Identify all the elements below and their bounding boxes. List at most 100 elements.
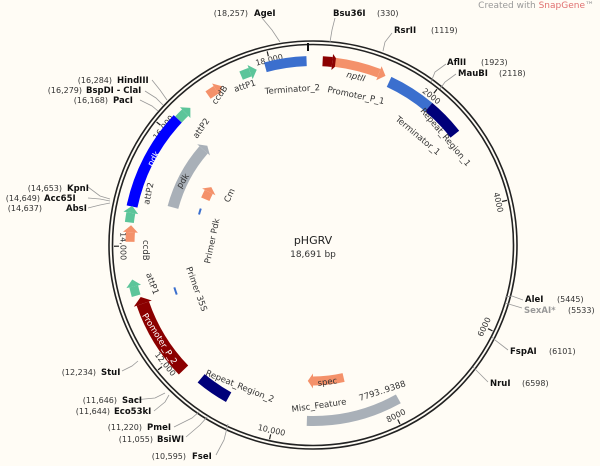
arrowhead (133, 297, 152, 307)
tick-label: 8000 (385, 407, 407, 424)
enzyme-pos: (11,646) (83, 396, 117, 405)
tick-label: 4000 (491, 191, 504, 213)
label-attP2-low[interactable]: attP2 (142, 182, 156, 206)
backbone-ring (108, 40, 518, 450)
arrowhead (122, 225, 138, 233)
feature-repeat-region-1[interactable] (425, 102, 460, 138)
enzyme-mauBI[interactable]: MauBI (458, 69, 488, 79)
enzyme-pos: (6101) (549, 347, 576, 356)
label-primer-pdk[interactable]: Primer Pdk (203, 217, 222, 264)
arrowhead (123, 205, 139, 215)
enzyme-leaders (87, 17, 524, 456)
enzyme-pos: (330) (377, 9, 399, 18)
label-cm[interactable]: Cm (223, 187, 238, 204)
enzyme-pos: (6598) (522, 379, 549, 388)
enzyme-nruI[interactable]: NruI (490, 379, 511, 389)
enzyme-pos: (11,220) (108, 423, 142, 432)
arrowhead (179, 107, 191, 119)
enzyme-pos: (2118) (499, 69, 526, 78)
enzyme-fspAI[interactable]: FspAI (510, 347, 537, 357)
arrowhead (247, 65, 257, 80)
feature-terminator-2[interactable] (264, 56, 307, 73)
tick-mark (397, 419, 401, 425)
credit-suffix: ™ (585, 1, 594, 11)
feature-repeat-region-2[interactable] (197, 374, 232, 402)
plasmid-size: 18,691 bp (290, 250, 336, 260)
enzyme-pos: (1119) (431, 26, 458, 35)
enzyme-aleI[interactable]: AleI (525, 295, 543, 305)
enzyme-pos: (14,637) (8, 204, 42, 213)
tick-mark (487, 328, 493, 332)
feature-pdk-gray[interactable] (167, 144, 210, 210)
enzyme-acc65I[interactable]: Acc65I (44, 194, 76, 204)
label-attP1-low[interactable]: attP1 (143, 272, 160, 296)
tick-label: 6000 (476, 316, 493, 338)
enzyme-stuI[interactable]: StuI (101, 368, 120, 378)
label-promoter-p1[interactable]: Promoter_P_1 (326, 85, 385, 107)
label-attP2-top[interactable]: attP2 (191, 117, 212, 141)
feature-promoter-p1[interactable] (322, 54, 340, 70)
tick-mark (157, 366, 163, 371)
enzyme-pos: (16,279) (48, 86, 82, 95)
arrowhead (202, 187, 216, 196)
enzyme-bsiWI[interactable]: BsiWI (157, 435, 184, 445)
label-ccdB-low[interactable]: ccdB (140, 240, 150, 261)
enzyme-pos: (12,234) (62, 368, 96, 377)
enzyme-pos: (10,595) (152, 452, 186, 461)
enzyme-ageI[interactable]: AgeI (254, 9, 276, 19)
enzyme-hindIII[interactable]: HindIII (117, 76, 149, 86)
enzyme-pos: (5533) (568, 306, 595, 315)
feature-primer-pdk[interactable] (198, 208, 202, 215)
feature-spec[interactable] (307, 373, 345, 389)
enzyme-pos: (14,653) (28, 184, 62, 193)
enzyme-labels: (18,257) AgeI Bsu36I (330) RsrII (1119) … (6, 9, 595, 462)
feature-terminator-1[interactable] (386, 76, 433, 112)
feature-attP2-top[interactable] (175, 107, 191, 123)
arrowhead (212, 83, 223, 97)
feature-primer-35s[interactable] (173, 287, 178, 295)
enzyme-fseI[interactable]: FseI (192, 452, 212, 462)
feature-pdk[interactable] (126, 115, 182, 208)
enzyme-absI[interactable]: AbsI (66, 204, 87, 214)
tick-mark (501, 199, 508, 203)
enzyme-eco53kI[interactable]: Eco53kI (114, 407, 151, 417)
enzyme-bspDI-claI[interactable]: BspDI - ClaI (86, 86, 141, 96)
enzyme-bsu36I[interactable]: Bsu36I (333, 9, 366, 19)
enzyme-pos: (11,055) (119, 435, 153, 444)
feature-promoter-p2[interactable] (133, 297, 189, 375)
arrowhead (197, 144, 210, 156)
label-terminator-2[interactable]: Terminator_2 (264, 83, 321, 97)
label-primer-35s[interactable]: Primer 35S (183, 266, 208, 313)
label-misc-feature[interactable]: Misc_Feature (291, 397, 347, 415)
enzyme-kpnI[interactable]: KpnI (67, 184, 89, 194)
tick-label: 10,000 (257, 423, 286, 438)
feature-ccdB-low[interactable] (122, 225, 138, 242)
enzyme-pos: (1923) (481, 58, 508, 67)
enzyme-sacI[interactable]: SacI (122, 396, 142, 406)
plasmid-name: pHGRV (294, 234, 333, 247)
arrowhead (126, 279, 142, 289)
feature-misc-feature[interactable] (306, 394, 401, 426)
enzyme-pacI[interactable]: PacI (113, 96, 133, 106)
enzyme-pos: (11,644) (76, 407, 110, 416)
label-spec[interactable]: spec (317, 376, 338, 389)
feature-cm[interactable] (201, 187, 216, 202)
enzyme-rsrII[interactable]: RsrII (394, 26, 416, 36)
label-attP1-top[interactable]: attP1 (233, 78, 257, 94)
enzyme-pmeI[interactable]: PmeI (147, 423, 171, 433)
arrowhead (331, 54, 340, 70)
feature-ccdB-top[interactable] (205, 83, 223, 99)
enzyme-pos: (18,257) (214, 9, 248, 18)
feature-nptII[interactable] (334, 57, 386, 81)
feature-attP1-low[interactable] (126, 279, 142, 297)
enzyme-pos: (14,649) (6, 194, 40, 203)
tick-label: 14,000 (118, 232, 127, 260)
feature-attP1-top[interactable] (239, 65, 257, 80)
enzyme-aflII[interactable]: AflII (447, 58, 466, 68)
enzyme-pos: (5445) (557, 295, 584, 304)
tick-mark (433, 88, 438, 94)
label-nptII[interactable]: nptII (345, 70, 366, 84)
enzyme-sexAI[interactable]: SexAI* (524, 306, 556, 316)
feature-attP2-low[interactable] (123, 205, 139, 224)
